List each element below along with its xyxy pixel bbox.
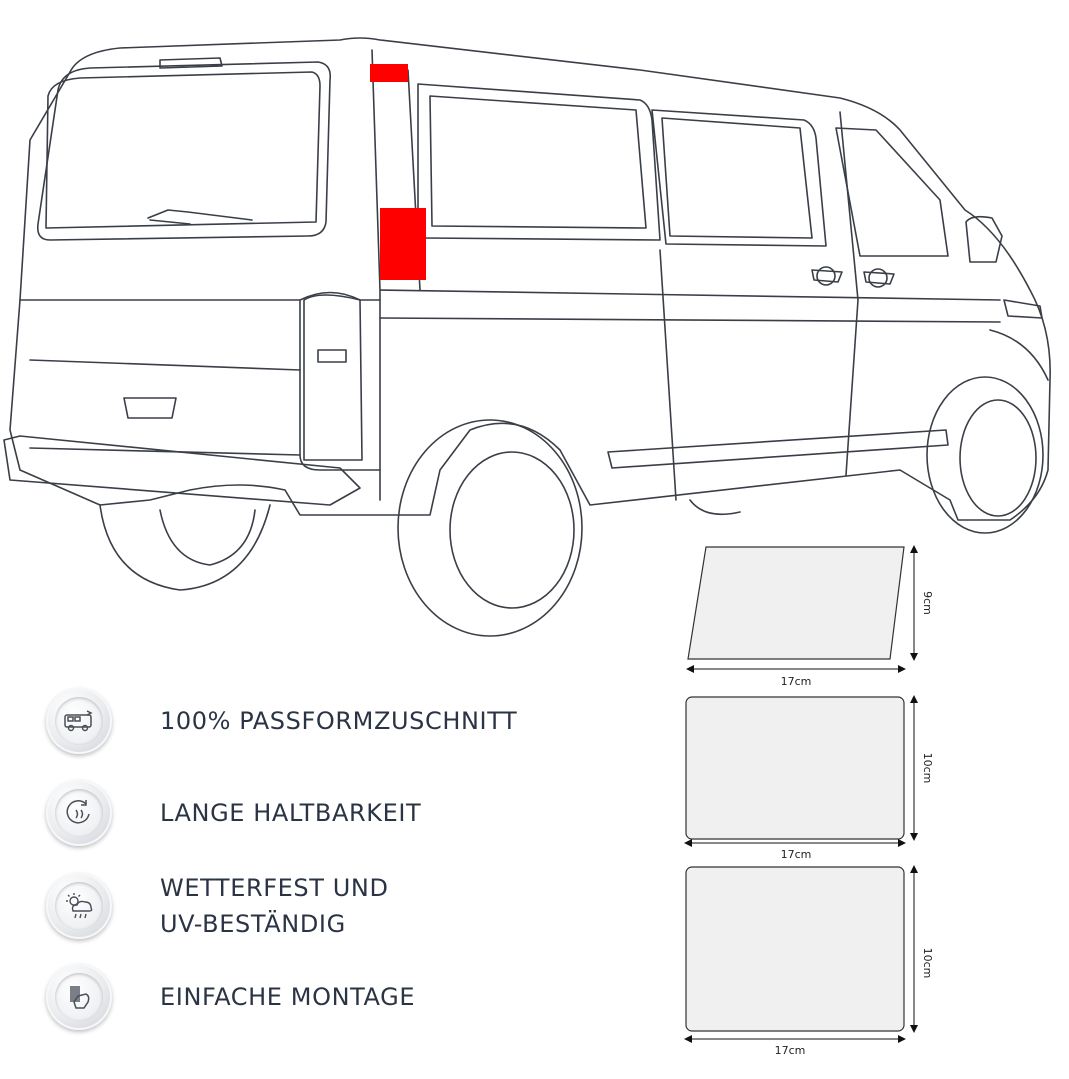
feature-mounting: EINFACHE MONTAGE bbox=[46, 964, 415, 1030]
van-body-outline bbox=[9, 37, 1051, 521]
front-door-window bbox=[835, 127, 949, 257]
van-illustration bbox=[3, 37, 1051, 637]
side-mirror bbox=[965, 215, 1003, 263]
feature-weather: WETTERFEST UND UV-BESTÄNDIG bbox=[46, 870, 389, 942]
panel-1-width-label: 17cm bbox=[781, 675, 812, 688]
side-window-2 bbox=[651, 109, 827, 247]
feature-fit: 100% PASSFORMZUSCHNITT bbox=[46, 688, 517, 754]
panel-2-height-label: 10cm bbox=[921, 753, 934, 784]
panel-1: 17cm 9cm bbox=[686, 545, 934, 688]
feature-label: WETTERFEST UND bbox=[160, 874, 389, 902]
panel-3-shape bbox=[685, 866, 905, 1032]
rear-handle bbox=[123, 397, 177, 419]
rear-window bbox=[36, 61, 332, 241]
door-handle-1 bbox=[811, 269, 843, 283]
panel-3: 17cm 10cm bbox=[684, 865, 934, 1055]
panel-2-shape bbox=[685, 696, 905, 840]
feature-durability: LANGE HALTBARKEIT bbox=[46, 780, 421, 846]
highlight-lower-pillar bbox=[380, 208, 426, 280]
tail-light bbox=[303, 294, 363, 461]
feature-badge bbox=[46, 964, 112, 1030]
rear-wheel bbox=[397, 419, 583, 637]
far-rear-wheel bbox=[99, 504, 271, 591]
panel-1-shape bbox=[687, 546, 905, 660]
highlight-upper-pillar bbox=[370, 64, 408, 82]
durability-icon bbox=[66, 800, 90, 824]
panel-3-width-label: 17cm bbox=[775, 1044, 806, 1055]
feature-badge bbox=[46, 688, 112, 754]
feature-badge bbox=[46, 780, 112, 846]
panel-3-height-label: 10cm bbox=[921, 948, 934, 979]
rear-wiper bbox=[147, 209, 253, 225]
feature-label-line2: UV-BESTÄNDIG bbox=[160, 910, 346, 938]
panel-1-height-label: 9cm bbox=[921, 591, 934, 615]
feature-label: 100% PASSFORMZUSCHNITT bbox=[160, 707, 518, 735]
front-wheel bbox=[926, 376, 1044, 534]
mounting-icon bbox=[70, 986, 90, 1009]
door-handle-2 bbox=[863, 271, 895, 285]
rear-bumper bbox=[3, 435, 361, 506]
side-window-1 bbox=[417, 83, 661, 241]
panel-2: 17cm 10cm bbox=[684, 695, 934, 861]
feature-label-group: WETTERFEST UND UV-BESTÄNDIG bbox=[160, 870, 389, 942]
panel-2-width-label: 17cm bbox=[781, 848, 812, 861]
weather-uv-icon bbox=[66, 893, 93, 919]
feature-label: EINFACHE MONTAGE bbox=[160, 983, 416, 1011]
dimension-panels: 17cm 9cm 17cm 10cm 17cm 10cm bbox=[684, 545, 934, 1055]
van-icon bbox=[64, 710, 93, 732]
feature-label: LANGE HALTBARKEIT bbox=[160, 799, 422, 827]
feature-badge bbox=[46, 873, 112, 939]
